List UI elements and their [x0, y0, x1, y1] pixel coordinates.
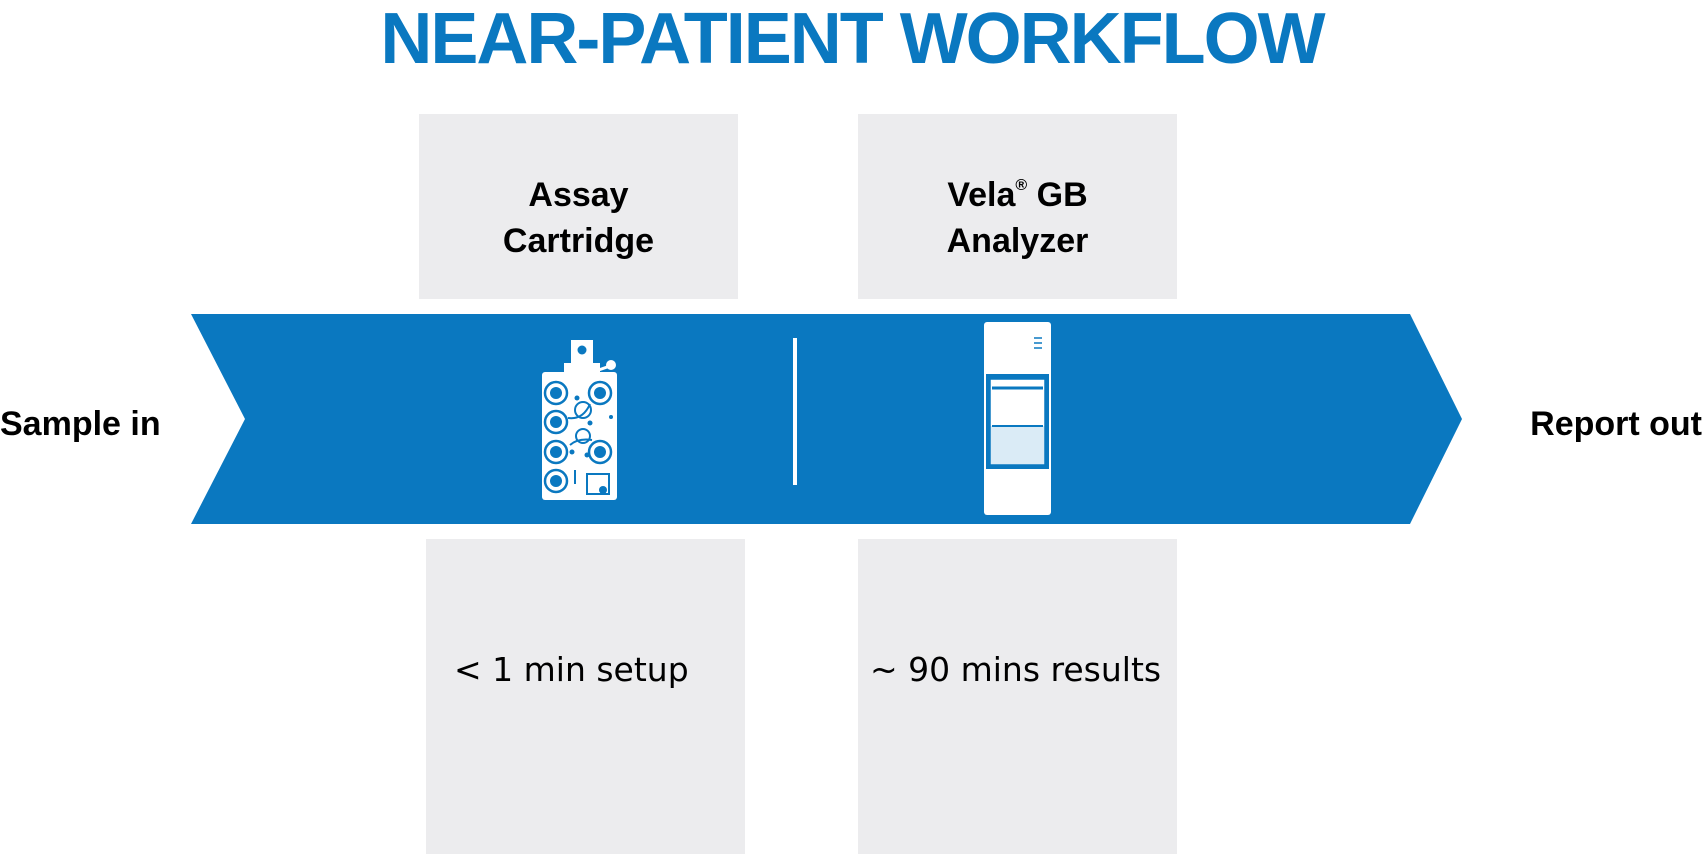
step-1-detail-box: < 1 min setup — [426, 539, 745, 854]
step-2-name-box: Vela® GB Analyzer — [858, 114, 1177, 299]
step-1-name-line2: Cartridge — [502, 222, 655, 260]
step-1-detail: < 1 min setup — [454, 650, 689, 689]
step-1-name-line1: Assay — [528, 176, 629, 214]
registered-mark: ® — [1015, 177, 1028, 194]
assay-cartridge-icon — [542, 340, 617, 500]
step-1-name-box: Assay Cartridge — [419, 114, 738, 299]
step-2-name: Vela® GB Analyzer — [858, 172, 1177, 264]
step-2-detail-box: ~ 90 mins results — [858, 539, 1177, 854]
step-2-name-main: Vela — [947, 176, 1016, 214]
end-label: Report out — [1530, 405, 1702, 443]
start-label: Sample in — [0, 405, 161, 443]
step-2-name-tail: GB — [1027, 176, 1088, 214]
step-divider — [793, 338, 797, 485]
analyzer-instrument-icon — [984, 322, 1051, 515]
step-2-name-line2: Analyzer — [946, 222, 1089, 260]
page-title: NEAR-PATIENT WORKFLOW — [380, 0, 1325, 79]
step-1-name: Assay Cartridge — [419, 172, 738, 264]
step-2-detail: ~ 90 mins results — [870, 650, 1162, 689]
workflow-arrow-band — [191, 314, 1462, 524]
